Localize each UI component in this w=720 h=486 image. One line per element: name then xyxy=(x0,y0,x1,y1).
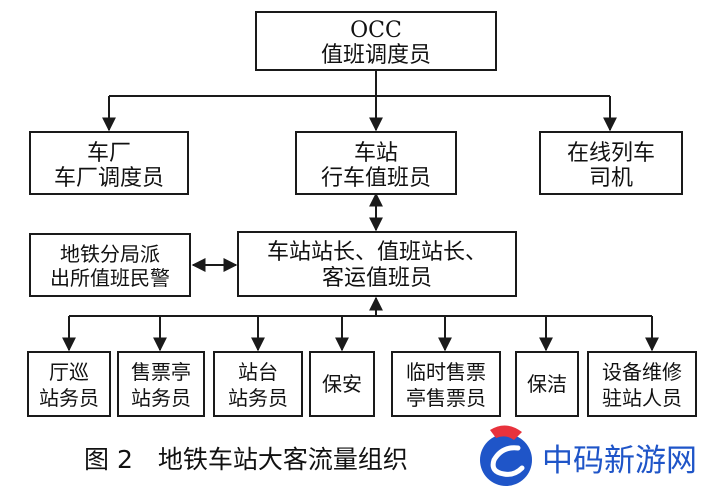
figure-caption: 图 2 地铁车站大客流量组织 xyxy=(84,445,408,474)
ticket-booth-node: 售票亭 站务员 xyxy=(117,351,205,417)
occ-role: 值班调度员 xyxy=(321,43,431,68)
temp-ticket-node: 临时售票 亭售票员 xyxy=(391,351,501,417)
station-role: 行车值班员 xyxy=(321,166,431,191)
c-swoosh-logo xyxy=(480,425,532,486)
platform-role: 站务员 xyxy=(228,386,288,410)
watermark-text: 中码新游网 xyxy=(542,443,697,479)
driver-title: 在线列车 xyxy=(567,141,655,166)
depot-title: 车厂 xyxy=(87,141,131,166)
hall-node: 厅巡 站务员 xyxy=(27,351,111,417)
managers-role: 客运值班员 xyxy=(322,266,432,291)
security-title: 保安 xyxy=(322,372,362,396)
occ-node: OCC 值班调度员 xyxy=(255,11,497,71)
occ-title: OCC xyxy=(350,18,402,43)
temp-ticket-role: 亭售票员 xyxy=(406,386,486,410)
platform-node: 站台 站务员 xyxy=(213,351,303,417)
managers-title: 车站站长、值班站长、 xyxy=(267,240,487,265)
managers-node: 车站站长、值班站长、 客运值班员 xyxy=(237,231,517,297)
station-node: 车站 行车值班员 xyxy=(295,131,457,195)
connectors xyxy=(62,70,659,352)
depot-role: 车厂调度员 xyxy=(54,166,164,191)
police-node: 地铁分局派 出所值班民警 xyxy=(29,233,191,297)
maintenance-role: 驻站人员 xyxy=(602,386,682,410)
maintenance-title: 设备维修 xyxy=(602,360,682,384)
driver-role: 司机 xyxy=(589,166,633,191)
police-title: 地铁分局派 xyxy=(60,242,160,266)
ticket-booth-role: 站务员 xyxy=(131,386,191,410)
watermark: 中码新游网 xyxy=(480,425,697,486)
hall-title: 厅巡 xyxy=(49,360,89,384)
driver-node: 在线列车 司机 xyxy=(539,131,683,195)
temp-ticket-title: 临时售票 xyxy=(406,360,486,384)
police-role: 出所值班民警 xyxy=(50,266,170,290)
station-title: 车站 xyxy=(354,141,398,166)
hall-role: 站务员 xyxy=(39,386,99,410)
cleaning-node: 保洁 xyxy=(515,351,579,417)
ticket-booth-title: 售票亭 xyxy=(131,360,191,384)
depot-node: 车厂 车厂调度员 xyxy=(29,131,189,195)
platform-title: 站台 xyxy=(238,360,278,384)
maintenance-node: 设备维修 驻站人员 xyxy=(587,351,697,417)
cleaning-title: 保洁 xyxy=(527,372,567,396)
security-node: 保安 xyxy=(309,351,375,417)
